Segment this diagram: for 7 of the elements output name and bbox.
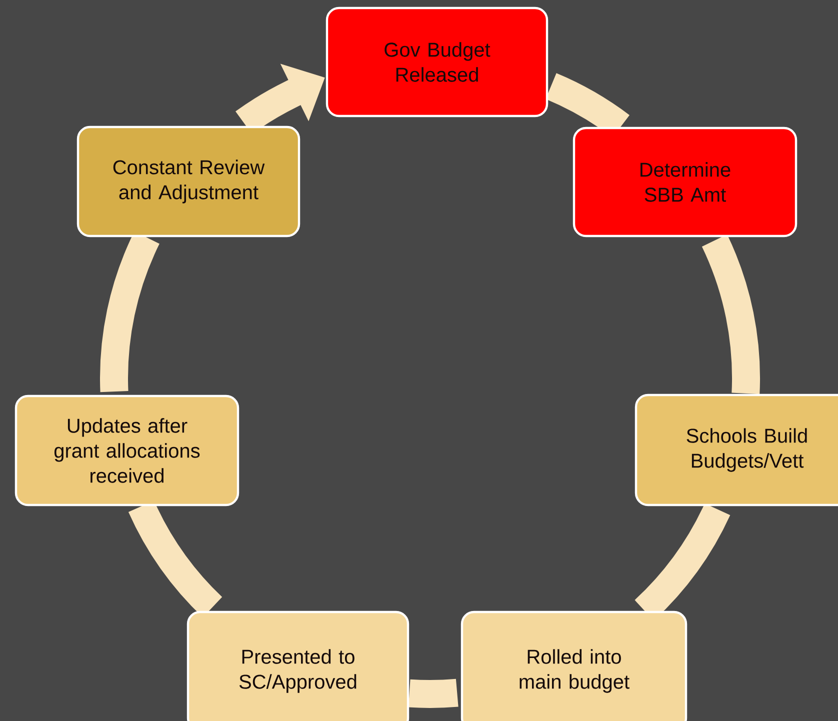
process-box: Constant Review and Adjustment <box>76 126 300 238</box>
process-box: Rolled into main budget <box>460 610 688 721</box>
process-box: Presented to SC/Approved <box>186 610 410 721</box>
process-box: Schools Build Budgets/Vett <box>634 394 838 506</box>
process-box: Updates after grant allocations received <box>14 394 240 506</box>
process-box: Gov Budget Released <box>326 6 548 118</box>
process-box: Determine SBB Amt <box>572 126 798 238</box>
